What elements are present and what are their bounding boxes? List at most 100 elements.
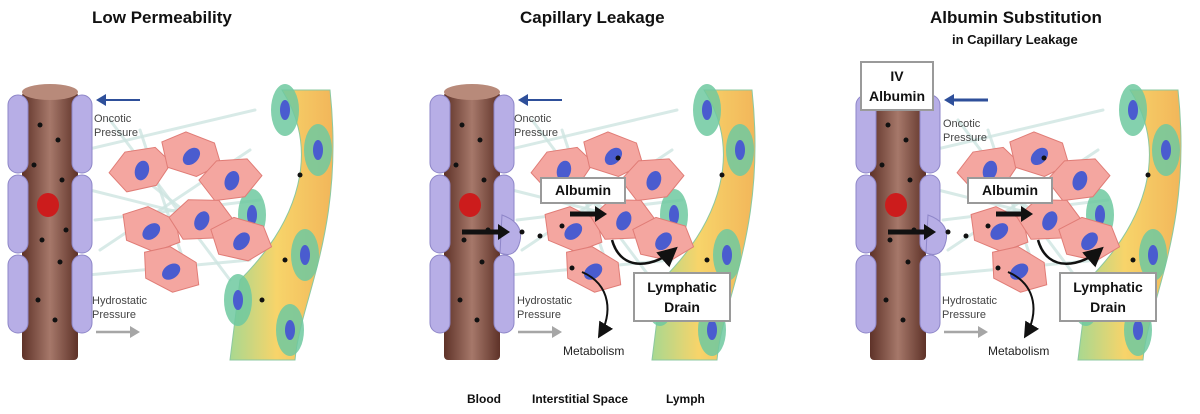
blood-vessel [444,92,500,360]
metabolism-arrow [1007,271,1040,339]
lymph-cell-nucleus [707,320,717,340]
albumin-particle [457,297,463,303]
cell-nucleus [224,170,240,191]
cell-nucleus [142,223,161,240]
cell-nucleus [182,147,201,166]
lymph-cell-nucleus [285,320,295,340]
cell-nucleus [982,160,998,181]
footer-label-interstitial-space: Interstitial Space [532,392,629,406]
cell-nucleus [1072,170,1088,191]
leaked-albumin-particle [569,265,575,271]
blood-vessel-top [444,84,500,100]
albumin-particle [461,237,467,243]
panel-title-albumin-substitution: Albumin Substitution [930,8,1102,27]
albumin-particle [885,122,891,128]
panel-low-permeability-art [7,84,334,361]
cell-nucleus [616,211,632,231]
cell-nucleus [233,232,250,251]
footer-label-lymph: Lymph [666,392,705,406]
matrix-fiber [83,108,257,152]
lymphatic-drain-box-2: Lymphatic Drain [633,272,731,322]
interstitial-cell [566,246,622,293]
lymph-cell-nucleus [247,205,257,225]
endothelial-cell [429,254,451,334]
albumin-particle [887,237,893,243]
lymph-cell-nucleus [1161,140,1171,160]
lymph-cell-nucleus [280,100,290,120]
cell-nucleus [162,263,181,280]
oncotic-pressure-label-1: Oncotic Pressure [94,113,139,139]
albumin-particle [459,122,465,128]
leaked-albumin-particle [945,229,951,235]
lymph-endothelial-cell [304,124,332,176]
albumin-particle [479,259,485,265]
leaked-albumin-particle [537,233,543,239]
lymphatic-drain-arrow [610,239,678,268]
lymph-endothelial-cell [1139,229,1167,281]
albumin-particle [907,177,913,183]
albumin-particle [35,297,41,303]
albumin-particle [31,162,37,168]
interstitial-cell [144,246,200,293]
lymph-endothelial-cell [224,274,252,326]
endothelial-cell [71,174,93,254]
endothelial-cell [919,254,941,334]
interstitial-cell [122,206,181,253]
cell-nucleus [990,223,1009,240]
hydrostatic-pressure-label-3: Hydrostatic Pressure [942,295,998,321]
red-blood-cell [37,193,59,217]
lymph-cell-nucleus [300,245,310,265]
panel-title-capillary-leakage: Capillary Leakage [520,8,665,27]
endothelial-cell [71,254,93,334]
lymph-cell-nucleus [669,205,679,225]
cell-nucleus [604,147,623,166]
leaked-albumin-particle [995,265,1001,271]
blood-vessel [870,92,926,360]
cell-nucleus [134,160,150,181]
leakage-arrow-head [498,224,510,240]
interstitial-cell [1058,216,1121,262]
albumin-particle [883,297,889,303]
lymph-endothelial-cell [693,84,721,136]
lymph-albumin-particle [704,257,710,263]
albumin-particle [63,227,69,233]
endothelial-cell [7,94,29,174]
endothelial-cell [493,254,515,334]
lymphatic-drain-box-3: Lymphatic Drain [1059,272,1157,322]
red-blood-cell [885,193,907,217]
albumin-particle [900,317,906,323]
albumin-particle [903,137,909,143]
interstitial-cell [970,206,1029,253]
metabolism-label-3: Metabolism [988,344,1050,358]
leaked-albumin-particle [985,223,991,229]
lymph-cell-nucleus [1133,320,1143,340]
lymph-endothelial-cell [271,84,299,136]
lymph-endothelial-cell [1152,124,1180,176]
cell-nucleus [646,170,662,191]
cell-nucleus [194,211,210,231]
red-blood-cell [459,193,481,217]
oncotic-arrow-head [944,94,954,106]
endothelial-cell [7,174,29,254]
cell-nucleus [1081,232,1098,251]
lymph-cell-nucleus [722,245,732,265]
lymph-endothelial-cell [1119,84,1147,136]
lymph-cell-nucleus [1128,100,1138,120]
interstitial-cell [108,146,173,193]
lymph-endothelial-cell [726,124,754,176]
leaked-albumin-particle [519,229,525,235]
albumin-particle [37,122,43,128]
lymph-cell-nucleus [1148,245,1158,265]
albumin-particle [59,177,65,183]
cell-nucleus [1030,147,1049,166]
interstitial-cell [992,246,1048,293]
hydrostatic-pressure-label-2: Hydrostatic Pressure [517,295,573,321]
interstitial-cell [632,216,695,262]
hydrostatic-pressure-label-1: Hydrostatic Pressure [92,295,148,321]
oncotic-pressure-label-2: Oncotic Pressure [514,113,559,139]
endothelial-cell [7,254,29,334]
albumin-particle [39,237,45,243]
lymph-cell-nucleus [233,290,243,310]
albumin-particle [905,259,911,265]
